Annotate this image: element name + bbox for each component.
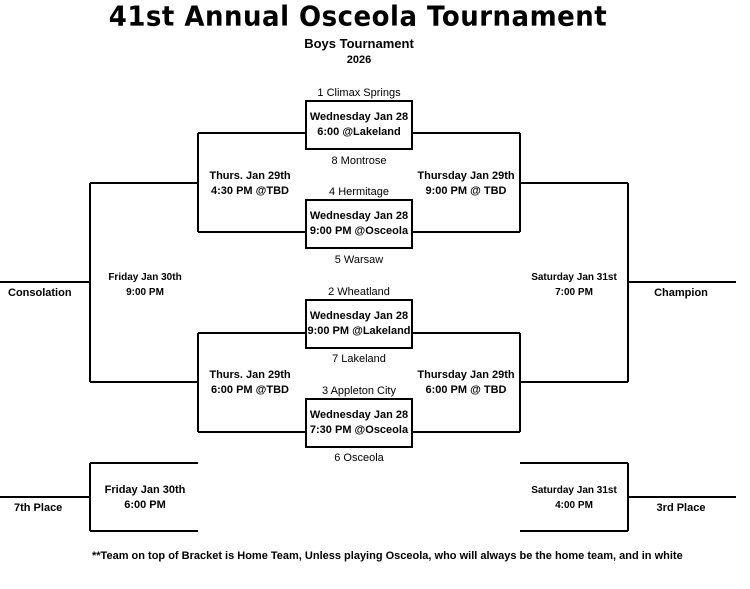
game-box-2: Wednesday Jan 28 9:00 PM @Osceola [305,199,413,249]
consolation-label: Consolation [8,287,72,299]
game-4-date: Wednesday Jan 28 [309,409,409,421]
team-seed-5: 5 Warsaw [334,254,384,266]
winner-semi-2-date: Thursday Jan 29th [417,369,515,381]
game-box-4: Wednesday Jan 28 7:30 PM @Osceola [305,398,413,448]
seventh-place-time: 6:00 PM [124,499,166,511]
championship-game: Saturday Jan 31st 7:00 PM [531,270,617,300]
winner-semi-1-time: 9:00 PM @ TBD [425,185,507,197]
page-title: 41st Annual Osceola Tournament [108,1,608,33]
team-seed-2: 2 Wheatland [328,286,390,298]
third-place-date: Saturday Jan 31st [531,485,617,496]
winner-semi-1: Thursday Jan 29th 9:00 PM @ TBD [417,169,514,199]
game-2-date: Wednesday Jan 28 [309,210,409,222]
game-3-date: Wednesday Jan 28 [309,310,409,322]
game-1-date: Wednesday Jan 28 [309,111,409,123]
third-place-time: 4:00 PM [555,500,593,511]
consolation-semi-1: Thurs. Jan 29th 4:30 PM @TBD [209,169,290,199]
consolation-semi-1-date: Thurs. Jan 29th [209,170,291,182]
consolation-final-time: 9:00 PM [126,287,164,298]
third-place-game: Saturday Jan 31st 4:00 PM [531,483,617,513]
game-3-info: Wednesday Jan 28 9:00 PM @Lakeland [307,309,410,339]
team-seed-8: 8 Montrose [331,155,387,167]
game-4-time: 7:30 PM @Osceola [309,424,409,436]
third-place-label: 3rd Place [656,502,706,514]
game-4-info: Wednesday Jan 28 7:30 PM @Osceola [310,408,408,438]
team-seed-6: 6 Osceola [334,452,384,464]
game-3-time: 9:00 PM @Lakeland [307,325,411,337]
team-seed-1: 1 Climax Springs [317,87,401,99]
game-1-info: Wednesday Jan 28 6:00 @Lakeland [310,110,408,140]
consolation-final: Friday Jan 30th 9:00 PM [108,270,181,300]
footnote: **Team on top of Bracket is Home Team, U… [92,550,683,562]
game-box-1: Wednesday Jan 28 6:00 @Lakeland [305,100,413,150]
winner-semi-2: Thursday Jan 29th 6:00 PM @ TBD [417,368,514,398]
winner-semi-2-time: 6:00 PM @ TBD [425,384,507,396]
seventh-place-label: 7th Place [14,502,63,514]
consolation-final-date: Friday Jan 30th [108,272,182,283]
championship-time: 7:00 PM [555,287,593,298]
game-1-time: 6:00 @Lakeland [317,126,401,138]
team-seed-7: 7 Lakeland [332,353,386,365]
consolation-semi-1-time: 4:30 PM @TBD [211,185,289,197]
consolation-semi-2-date: Thurs. Jan 29th [209,369,291,381]
page-subtitle: Boys Tournament [304,36,414,51]
champion-label: Champion [654,287,708,299]
consolation-semi-2-time: 6:00 PM @TBD [211,384,289,396]
team-seed-4: 4 Hermitage [329,186,389,198]
game-2-info: Wednesday Jan 28 9:00 PM @Osceola [310,209,408,239]
seventh-place-game: Friday Jan 30th 6:00 PM [105,483,186,513]
winner-semi-1-date: Thursday Jan 29th [417,170,515,182]
game-2-time: 9:00 PM @Osceola [309,225,409,237]
team-seed-3: 3 Appleton City [322,385,396,397]
seventh-place-date: Friday Jan 30th [104,484,186,496]
page-year: 2026 [346,54,372,66]
game-box-3: Wednesday Jan 28 9:00 PM @Lakeland [305,299,413,349]
championship-date: Saturday Jan 31st [531,272,617,283]
consolation-semi-2: Thurs. Jan 29th 6:00 PM @TBD [209,368,290,398]
